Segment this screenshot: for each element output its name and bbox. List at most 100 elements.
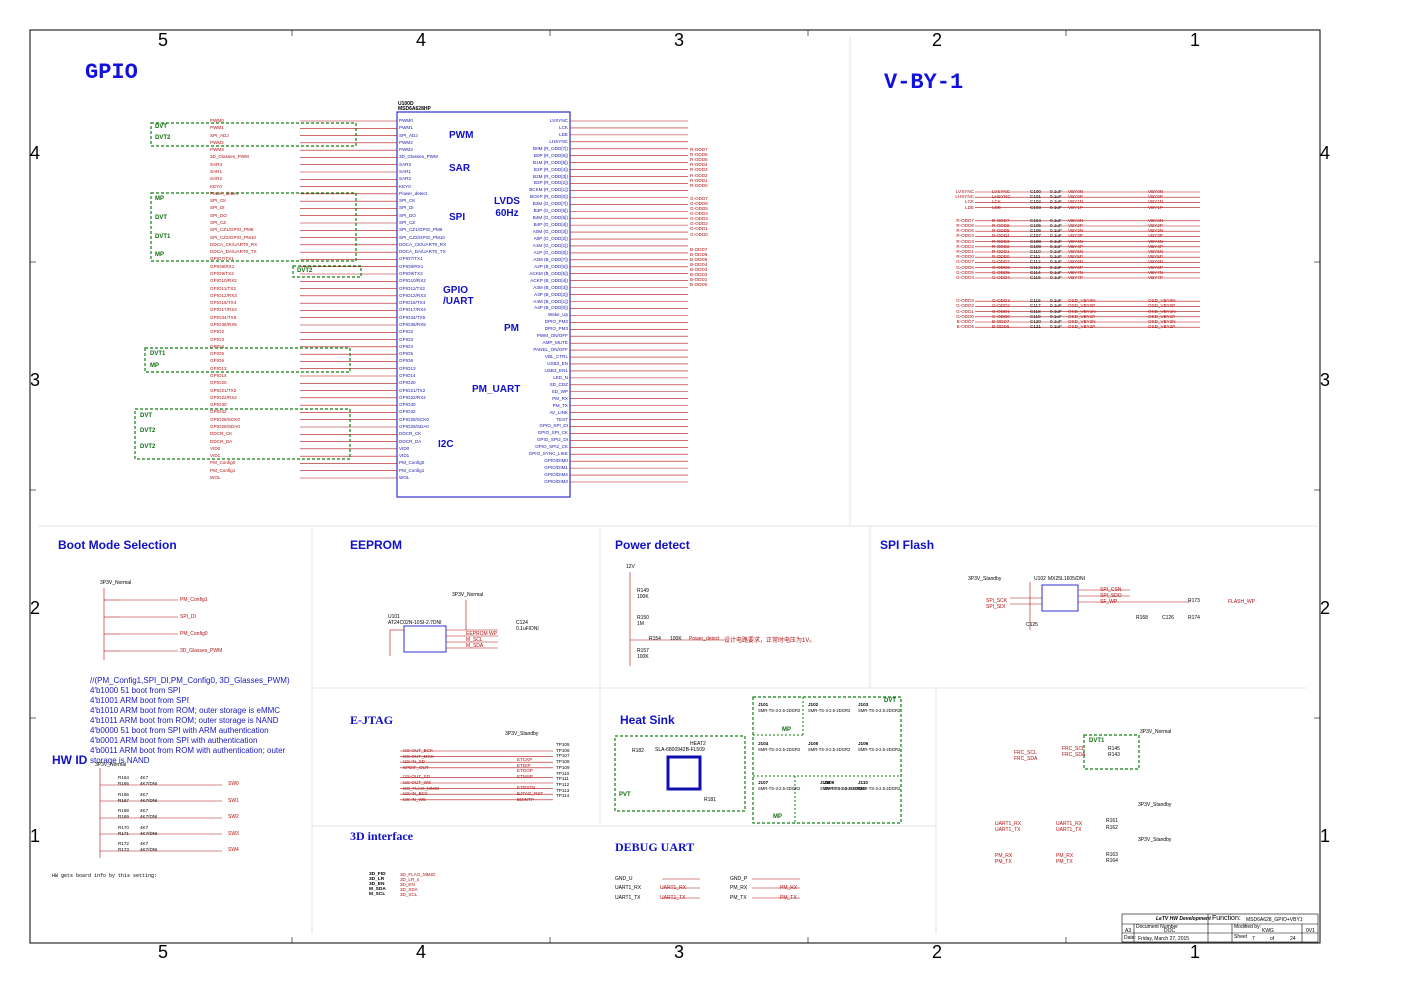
ic-left-net: VID1 — [210, 453, 221, 459]
vby1-cap-val: 0.1uF — [1050, 249, 1062, 254]
vby1-net: G-ODD2 — [992, 303, 1010, 309]
tb-size: A3 — [1125, 928, 1132, 934]
vby1-left-net: B-ODD7 — [956, 319, 974, 324]
ic-left-pin: DDCA_CK/UART0_RX — [399, 241, 447, 247]
boot-note-line: 4'b0011 ARM boot from ROM with authentic… — [90, 746, 286, 755]
vby1-net: R-ODD0 — [992, 254, 1010, 260]
vby1-right-net: VBY7N — [1068, 269, 1084, 275]
debug-gnd-p: GND_P — [730, 876, 748, 882]
ic-left-net: PWM1 — [210, 125, 224, 131]
variant-dvt2-vid: DVT2 — [140, 444, 156, 450]
lvds-net: R-ODD0 — [690, 182, 708, 188]
ic-left-pin: GPIO7/TX1 — [399, 256, 423, 262]
iface3d-net: 3D_EN — [400, 882, 415, 887]
heading-hw-id: HW ID — [52, 753, 88, 767]
eeprom-cap: C124 — [516, 620, 528, 626]
vby1-cap-val: 0.1uF — [1050, 223, 1062, 228]
spi-flash-wp-out: FLASH_WP — [1228, 599, 1255, 605]
vby1-net: B-ODD6 — [992, 324, 1010, 330]
ic-left-pin: GPIO11/TX2 — [399, 285, 425, 291]
mosfet-part: SMR-TS-3-2.5-2DGR2 — [820, 786, 863, 791]
ejtag-target: ETDIP — [517, 762, 531, 768]
power-net: Power_detect — [689, 636, 720, 642]
i2c-frc-sda: FRC_SDA — [1014, 756, 1038, 762]
vby1-cap: C103 — [1030, 204, 1041, 210]
power-r154: R154 — [649, 636, 661, 642]
mosfet-ref: J101 — [758, 702, 769, 707]
ic-right-pin: B3M (G_ODD[7]) — [532, 201, 568, 207]
ic-left-pin: GPIO28/SCK0 — [399, 416, 429, 422]
spi-flash-ref: U102 — [1034, 576, 1046, 582]
vby1-cap: C117 — [1030, 303, 1041, 309]
vby1-net: G-ODD1 — [992, 308, 1010, 314]
lvds-net: G-ODD2 — [690, 221, 708, 227]
vby1-right-out: VBY2P — [1148, 223, 1163, 228]
zone-right-1: 1 — [1320, 826, 1331, 846]
ic-left-pin: GPIO5 — [399, 351, 414, 357]
ejtag-testpoint: TP105 — [556, 742, 570, 747]
heatsink-ref: HEAT2 — [690, 741, 706, 747]
ic-right-pin: LDE — [559, 131, 568, 137]
lvds-net: G-ODD5 — [690, 206, 708, 211]
vby1-right-out: VBY1P — [1148, 204, 1163, 210]
ic-left-net: GPIO30 — [210, 402, 227, 408]
ic-left-pin: GPIO6 — [399, 358, 414, 364]
ic-left-net: GPIO11/TX2 — [210, 285, 236, 291]
ic-left-pin: GPIO20 — [399, 380, 416, 386]
ejtag-testpoint: TP107 — [556, 753, 570, 759]
tb-company: LeTV HW Development — [1156, 916, 1211, 922]
vby1-cap-val: 0.1uF — [1050, 313, 1062, 319]
vby1-net: G-ODD5 — [992, 269, 1010, 275]
ic-left-net: SAR1 — [210, 169, 223, 174]
ejtag-net: I2S-IN_BCK — [403, 791, 429, 797]
ic-left-net: DDCA_CK/UART0_RX — [210, 241, 258, 247]
vby1-cap: C109 — [1030, 243, 1041, 249]
spi-flash-r173: R173 — [1188, 598, 1200, 604]
eeprom-cap-val: 0.1uF/DNI — [516, 626, 539, 632]
ic-left-pin: GPIO8/RX1 — [399, 263, 424, 269]
ic-right-pin: A1M (G_ODD[1]) — [532, 242, 568, 248]
lvds-net: G-ODD1 — [690, 226, 708, 232]
ic-right-pin: ACKP (B_ODD[4]) — [530, 277, 568, 283]
ic-block-i2c: I2C — [438, 439, 454, 450]
ic-left-pin: SAR2 — [399, 176, 412, 182]
vby1-left-net: G-ODD3 — [956, 298, 974, 304]
vby1-cap-val: 0.1uF — [1050, 204, 1062, 210]
vby1-cap-val: 0.1uF — [1050, 194, 1062, 200]
variant-dvt1-bt: DVT1 — [150, 351, 166, 357]
mosfet-part: SMR-TS-3-2.5-2DGR2 — [758, 786, 801, 791]
hwid-resistor-val: 4K7 — [140, 824, 149, 830]
ic-left-net: WOL — [210, 475, 221, 480]
vby1-right-net: VBY5P — [1068, 254, 1083, 260]
vby1-left-net: LVSYNC — [955, 189, 974, 194]
mosfet-ref: J102 — [808, 702, 819, 707]
ejtag-net: I2S-OUT_BCK — [403, 748, 434, 753]
hwid-switch: SW1 — [228, 797, 239, 804]
vby1-right-out: OSD_VBY0N — [1148, 298, 1176, 304]
i2c-frc-scl: FRC_SCL — [1014, 750, 1037, 756]
variant-dvt1: DVT1 — [155, 234, 171, 240]
vby1-cap: C118 — [1030, 308, 1041, 314]
vby1-right-out: VBY0N — [1148, 189, 1164, 194]
iface3d-pin: 3D_FID — [369, 872, 386, 877]
ic-left-pin: GPIO3 — [399, 336, 414, 342]
ic-left-net: SPI_DI — [210, 205, 225, 211]
vby1-right-net: VBY2P — [1068, 223, 1083, 228]
variant-dvt2-i2c: DVT2 — [140, 428, 156, 434]
variant-mp-bt: MP — [150, 363, 159, 369]
ic-left-net: GPIO4 — [210, 343, 225, 349]
ic-left-pin: VID0 — [399, 445, 410, 451]
hwid-resistor: R166 — [118, 791, 129, 797]
ic-left-pin: DDCA_DA/UART0_TX — [399, 249, 446, 255]
mosfet-ref: J104 — [758, 741, 769, 746]
vby1-cap: C105 — [1030, 223, 1041, 228]
pmuart-uart1-tx-2: UART1_TX — [1056, 827, 1082, 833]
power-r150-val: 1M — [637, 621, 644, 627]
hwid-resistor-dni-val: 4K7/DNI — [140, 781, 158, 786]
vby1-net: R-ODD1 — [992, 249, 1010, 254]
mosfet-ref: J109 — [824, 780, 835, 785]
tb-doc: DOC — [1164, 928, 1176, 934]
ic-left-net: SPI_CK — [210, 198, 227, 204]
vby1-cap: C121 — [1030, 324, 1041, 330]
heading-power-detect: Power detect — [615, 538, 690, 552]
